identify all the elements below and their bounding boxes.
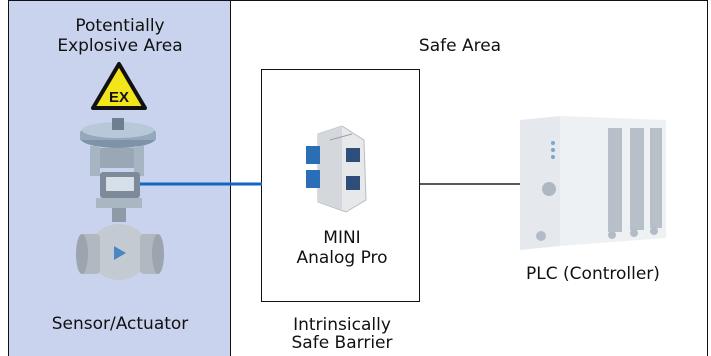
barrier-caption-line2: Safe Barrier: [291, 333, 393, 353]
barrier-name: MINI Analog Pro: [262, 228, 422, 268]
diagram-frame: [8, 0, 708, 356]
safe-area-title: Safe Area: [418, 36, 502, 56]
ex-warning-sign: EX: [91, 62, 147, 110]
plc-controller-icon: [520, 116, 666, 250]
explosive-area-title-line1: Potentially: [75, 16, 165, 36]
sensor-actuator-label: Sensor/Actuator: [51, 314, 189, 334]
barrier-name-line1: MINI: [323, 228, 361, 248]
barrier-caption: Intrinsically Safe Barrier: [262, 316, 422, 352]
barrier-name-line2: Analog Pro: [296, 248, 388, 268]
mini-analog-pro-icon: [306, 125, 367, 213]
plc-controller-label: PLC (Controller): [526, 264, 660, 284]
explosive-area-title: Potentially Explosive Area: [20, 16, 220, 56]
sensor-actuator-icon: [76, 118, 164, 280]
explosive-area-title-line2: Explosive Area: [57, 36, 183, 56]
ex-sign-text: EX: [109, 89, 129, 106]
barrier-caption-line1: Intrinsically: [293, 315, 391, 335]
